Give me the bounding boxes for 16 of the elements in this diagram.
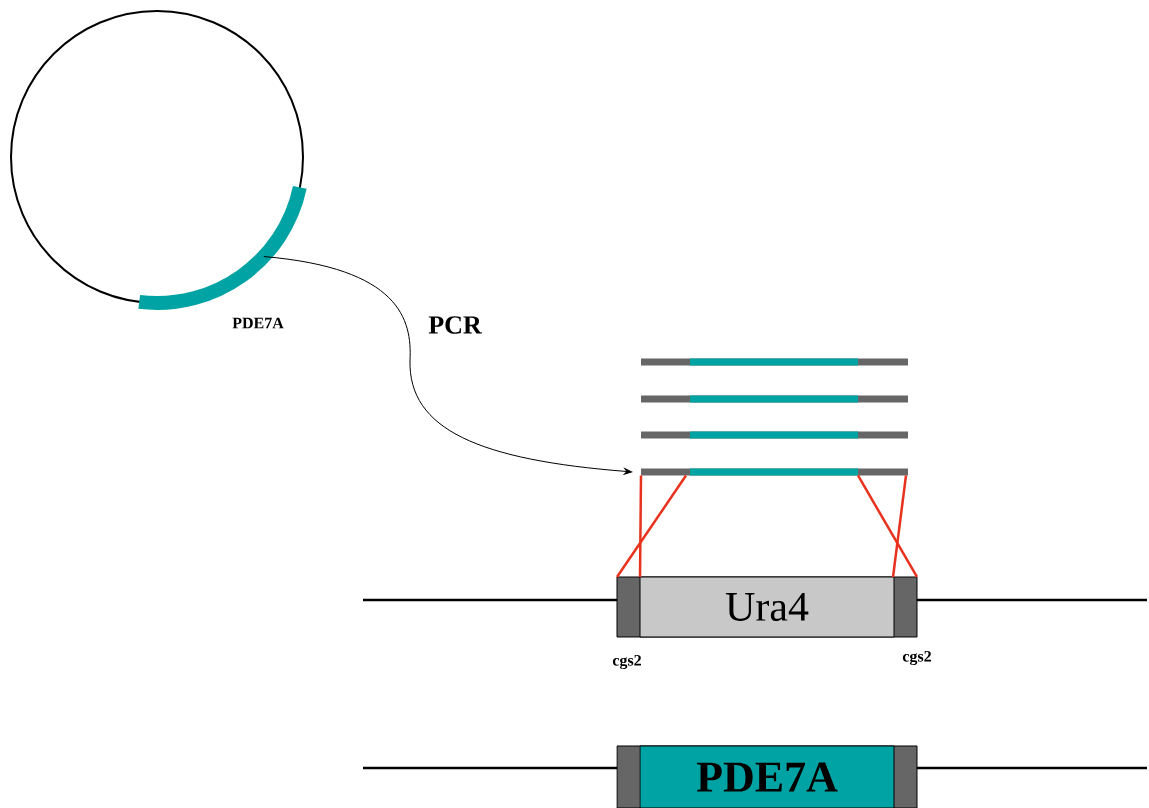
edge-label: PCR (427, 315, 483, 335)
pcr-product-bar (641, 395, 908, 403)
pcr-product-bar (641, 358, 908, 366)
plasmid-drawing (10, 10, 307, 310)
crossover-line (638, 475, 643, 577)
gene-box: PDE7A (616, 745, 918, 808)
crossover-line (891, 475, 908, 578)
pcr-product-bar (641, 431, 908, 439)
arrow (263, 256, 633, 475)
gene-box: Ura4 (616, 576, 918, 638)
gene-label: PDE7A (232, 317, 284, 329)
pcr-product-bar (641, 468, 908, 476)
region-label: cgs2 (902, 650, 931, 666)
crossover-line (856, 474, 919, 578)
crossover-line (615, 474, 688, 578)
region-label: cgs2 (612, 654, 641, 670)
